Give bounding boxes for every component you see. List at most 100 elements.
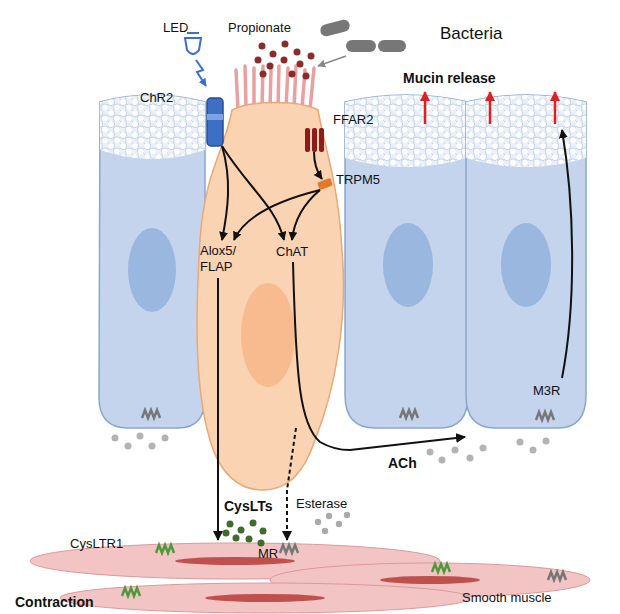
connector-label: CysLTs — [224, 498, 273, 515]
cysteinyl-leukotriene-dots — [246, 536, 253, 543]
nucleus — [241, 283, 295, 387]
led-symbol — [187, 32, 199, 34]
goblet-cell-outline — [465, 95, 587, 440]
led-symbol — [196, 60, 206, 86]
microvilli — [294, 66, 296, 108]
bacteria-symbol — [378, 40, 406, 52]
trpm5-channel-symbol — [317, 178, 333, 190]
microvilli — [236, 70, 238, 110]
esterase-dots — [326, 513, 332, 519]
muscarinic-receptor-symbol — [548, 572, 566, 580]
microvilli — [245, 66, 246, 108]
signal-arrows — [222, 146, 228, 240]
acetylcholine-dots — [112, 433, 550, 464]
connector-label: Esterase — [296, 496, 347, 512]
mucin-release-arrows — [554, 92, 557, 124]
tuft-cell-outline — [190, 60, 350, 490]
cysteinyl-leukotriene-dots — [227, 521, 234, 528]
propionate-dots — [294, 49, 301, 56]
ffar2-receptor-symbol — [312, 128, 317, 152]
cysteinyl-leukotriene-dots — [238, 527, 245, 534]
smooth-muscle-shape — [175, 557, 295, 565]
mucin-release-arrows — [489, 92, 492, 124]
bacteria-symbol — [346, 40, 376, 52]
goblet-cell — [345, 95, 468, 428]
smooth-muscle-shape — [60, 583, 470, 613]
mucin-granules — [466, 95, 586, 167]
acetylcholine-dots — [149, 443, 156, 450]
cysteinyl-leukotriene-dots — [250, 520, 257, 527]
smooth-muscle-band: Smooth muscle — [30, 540, 590, 612]
microvilli — [310, 68, 314, 110]
cysltr1-receptor-symbol — [122, 588, 140, 596]
propionate-dots — [297, 61, 304, 68]
ffar2-receptor-symbol — [305, 128, 324, 152]
goblet-cell — [128, 228, 176, 312]
nucleus — [501, 223, 551, 307]
smooth-muscle-shape — [380, 576, 480, 584]
goblet-cell — [100, 95, 205, 159]
channelrhodopsin-symbol — [207, 98, 223, 146]
signal-connector — [350, 437, 465, 450]
signal-arrows — [234, 190, 320, 240]
microvilli — [302, 70, 305, 108]
bacteria-symbol — [318, 56, 346, 66]
cysltr1-receptor-symbol — [432, 564, 450, 572]
muscarinic-receptor-symbol — [280, 545, 566, 580]
annotation-label: Propionate — [228, 20, 291, 36]
propionate-dots — [281, 57, 288, 64]
propionate-dots — [289, 71, 296, 78]
acetylcholine-dots — [517, 439, 524, 446]
esterase-dots — [315, 512, 350, 534]
acetylcholine-dots — [427, 449, 434, 456]
m3-receptor-symbol — [536, 412, 554, 420]
acetylcholine-dots — [452, 447, 459, 454]
acetylcholine-dots — [439, 457, 446, 464]
ffar2-receptor-symbol — [319, 128, 324, 152]
smooth-muscle-shape — [205, 594, 325, 602]
signal-connector — [217, 490, 219, 540]
led-symbol — [185, 33, 206, 86]
channelrhodopsin-symbol — [207, 114, 223, 120]
propionate-dots — [260, 71, 267, 78]
microvilli — [252, 68, 256, 108]
node-text: Alox5/ FLAP — [200, 243, 250, 274]
acetylcholine-dots — [530, 447, 537, 454]
signal-arrows — [287, 428, 296, 490]
cysteinyl-leukotriene-dots — [258, 540, 265, 547]
channelrhodopsin-symbol — [207, 98, 223, 146]
goblet-cell: M3R — [465, 95, 587, 440]
annotation-label: LED — [163, 20, 188, 36]
mucin-release-arrows — [425, 92, 555, 124]
goblet-cell — [345, 95, 468, 428]
goblet-cell — [383, 223, 433, 307]
esterase-dots — [315, 519, 321, 525]
acetylcholine-dots — [112, 435, 119, 442]
propionate-dots — [270, 51, 277, 58]
node-text: M3R — [533, 383, 573, 399]
microvilli — [278, 66, 279, 108]
cysteinyl-leukotriene-dots — [223, 520, 267, 547]
goblet-cell-body — [466, 95, 586, 428]
signal-arrow — [562, 130, 572, 378]
signal-arrows — [222, 146, 284, 240]
propionate-dots — [303, 73, 310, 80]
goblet-cell — [99, 95, 205, 428]
muscarinic-receptor-symbol — [280, 545, 298, 553]
node-text: Smooth muscle — [462, 590, 582, 606]
goblet-cell — [99, 95, 205, 428]
propionate-dots — [267, 63, 274, 70]
node-text: ChAT — [276, 244, 326, 260]
mucin-release-arrows — [424, 92, 427, 124]
smooth-muscle-shape — [30, 543, 590, 613]
acetylcholine-dots — [480, 445, 487, 452]
acetylcholine-dots — [467, 455, 474, 462]
ffar2-receptor-symbol — [305, 128, 310, 152]
signal-arrows — [217, 278, 219, 490]
acetylcholine-dots — [162, 435, 169, 442]
tuft-cell-body — [197, 103, 343, 491]
cysltr1-receptor-symbol — [156, 545, 174, 553]
cysteinyl-leukotriene-dots — [223, 530, 230, 537]
propionate-dots — [255, 57, 262, 64]
